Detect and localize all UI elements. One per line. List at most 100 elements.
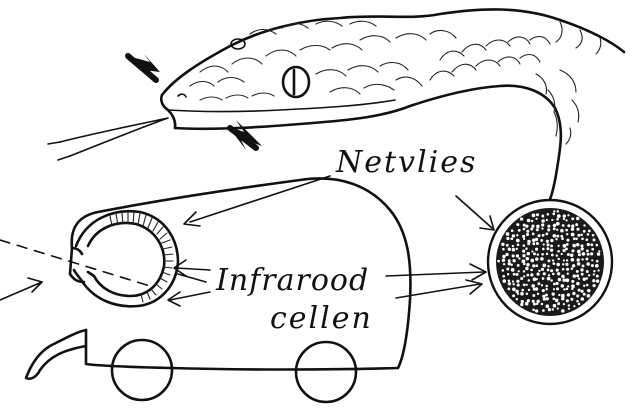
retina-cell-dot [556, 222, 560, 226]
retina-cell-dot [550, 269, 553, 272]
retina-cell-dot [536, 302, 539, 305]
retina-cell-dot [551, 254, 554, 257]
retina-cell-dot [566, 288, 569, 291]
retina-cell-dot [575, 223, 578, 226]
retina-cell-dot [587, 233, 590, 236]
retina-cell-dot [542, 264, 546, 268]
retina-cell-dot [502, 269, 505, 272]
retina-cell-dot [533, 252, 536, 255]
retina-cell-dot [555, 299, 559, 303]
head-scales [190, 21, 456, 100]
retina-cell-dot [556, 254, 558, 256]
retina-cell-dot [563, 303, 565, 305]
retina-cell-dot [585, 238, 588, 241]
retina-cell-dot [547, 277, 551, 281]
retina-cell-dot [520, 277, 523, 280]
retina-cell-dot [596, 279, 599, 282]
retina-cell-dot [586, 250, 589, 253]
retina-cell-dot [522, 260, 526, 264]
retina-cell-dot [592, 279, 595, 282]
retina-cell-dot [573, 305, 575, 307]
retina-cell-dot [575, 238, 577, 240]
retina-cell-dot [511, 229, 514, 232]
retina-cell-dot [576, 258, 579, 261]
retina-cell-dot [541, 219, 545, 223]
retina-cell-dot [553, 304, 557, 308]
retina-cell-dot [555, 282, 558, 285]
retina-cell-dot [547, 225, 550, 228]
retina-cell-dot [530, 259, 534, 263]
retina-cell-dot [537, 253, 539, 255]
retina-cell-dot [571, 233, 575, 237]
retina-cell-dot [571, 249, 574, 252]
retina-cell-dot [578, 277, 580, 279]
retina-cell-dot [535, 218, 537, 220]
retina-cell-dot [552, 259, 554, 261]
retina-cell-dot [512, 245, 514, 247]
retina-cell-dot [541, 227, 543, 229]
left-wheel [112, 340, 172, 400]
retina-cell-dot [552, 262, 555, 265]
retina-cell-dot [512, 254, 515, 257]
retina-cell-dot [531, 220, 533, 222]
retina-cell-dot [567, 285, 569, 287]
retina-cell-dot [532, 308, 535, 311]
retina-cell-dot [535, 238, 538, 241]
retina-cell-dot [517, 244, 520, 247]
retina-cell-dot [503, 263, 505, 265]
retina-cell-dot [532, 300, 535, 303]
retina-cell-dot [583, 293, 586, 296]
retina-cell-dot [518, 229, 521, 232]
retina-cell-dot [520, 303, 523, 306]
retina-cell-dot [578, 253, 581, 256]
retina-cell-dot [571, 287, 574, 290]
retina-cell-dot [532, 238, 536, 242]
retina-cell-dot [595, 264, 599, 268]
retina-cell-dot [586, 270, 589, 273]
retina-cell-dot [555, 238, 557, 240]
retina-cell-dot [587, 289, 591, 293]
retina-cell-dot [525, 247, 528, 250]
retina-cell-dot [592, 238, 595, 241]
retina-cell-dot [526, 230, 529, 233]
retina-cell-dot [580, 268, 583, 271]
retina-cell-dot [590, 252, 593, 255]
retina-cell-dot [593, 270, 595, 272]
retina-cell-dot [542, 277, 545, 280]
retina-cell-dot [532, 242, 535, 245]
retina-cell-dot [591, 259, 593, 261]
retina-cell-dot [536, 225, 540, 229]
retina-cell-dot [591, 248, 594, 251]
infrared-label-line2: cellen [270, 301, 373, 336]
retina-cell-dot [553, 227, 556, 230]
retina-cell-dot [560, 235, 563, 238]
retina-cell-dot [573, 274, 577, 278]
retina-cell-dot [566, 299, 569, 302]
retina-cell-dot [532, 294, 535, 297]
retina-cell-dot [508, 282, 511, 285]
retina-cell-dot [535, 287, 539, 291]
retina-cell-dot [523, 228, 526, 231]
retina-cell-dot [528, 289, 530, 291]
retina-cell-dot [557, 258, 559, 260]
retina-cell-dot [508, 248, 511, 251]
retina-cell-dot [516, 280, 519, 283]
retina-cell-dot [516, 234, 518, 236]
retina-cell-dot [581, 273, 584, 276]
retina-cell-dot [576, 294, 579, 297]
retina-cell-dot [523, 244, 526, 247]
retina-cell-dot [596, 244, 599, 247]
retina-cell-dot [563, 288, 565, 290]
retina-cell-dot [586, 262, 590, 266]
retina-cell-dot [538, 270, 540, 272]
retina-cell-dot [506, 232, 510, 236]
retina-cell-dot [547, 213, 550, 216]
retina-cell-dot [562, 224, 565, 227]
retina-cell-dot [513, 273, 516, 276]
retina-cell-dot [582, 252, 586, 256]
retina-cell-dot [563, 214, 566, 217]
retina-cell-dot [523, 275, 525, 277]
retina-cell-dot [551, 219, 553, 221]
retina-cell-dot [537, 293, 539, 295]
retina-cell-dot [512, 287, 516, 291]
